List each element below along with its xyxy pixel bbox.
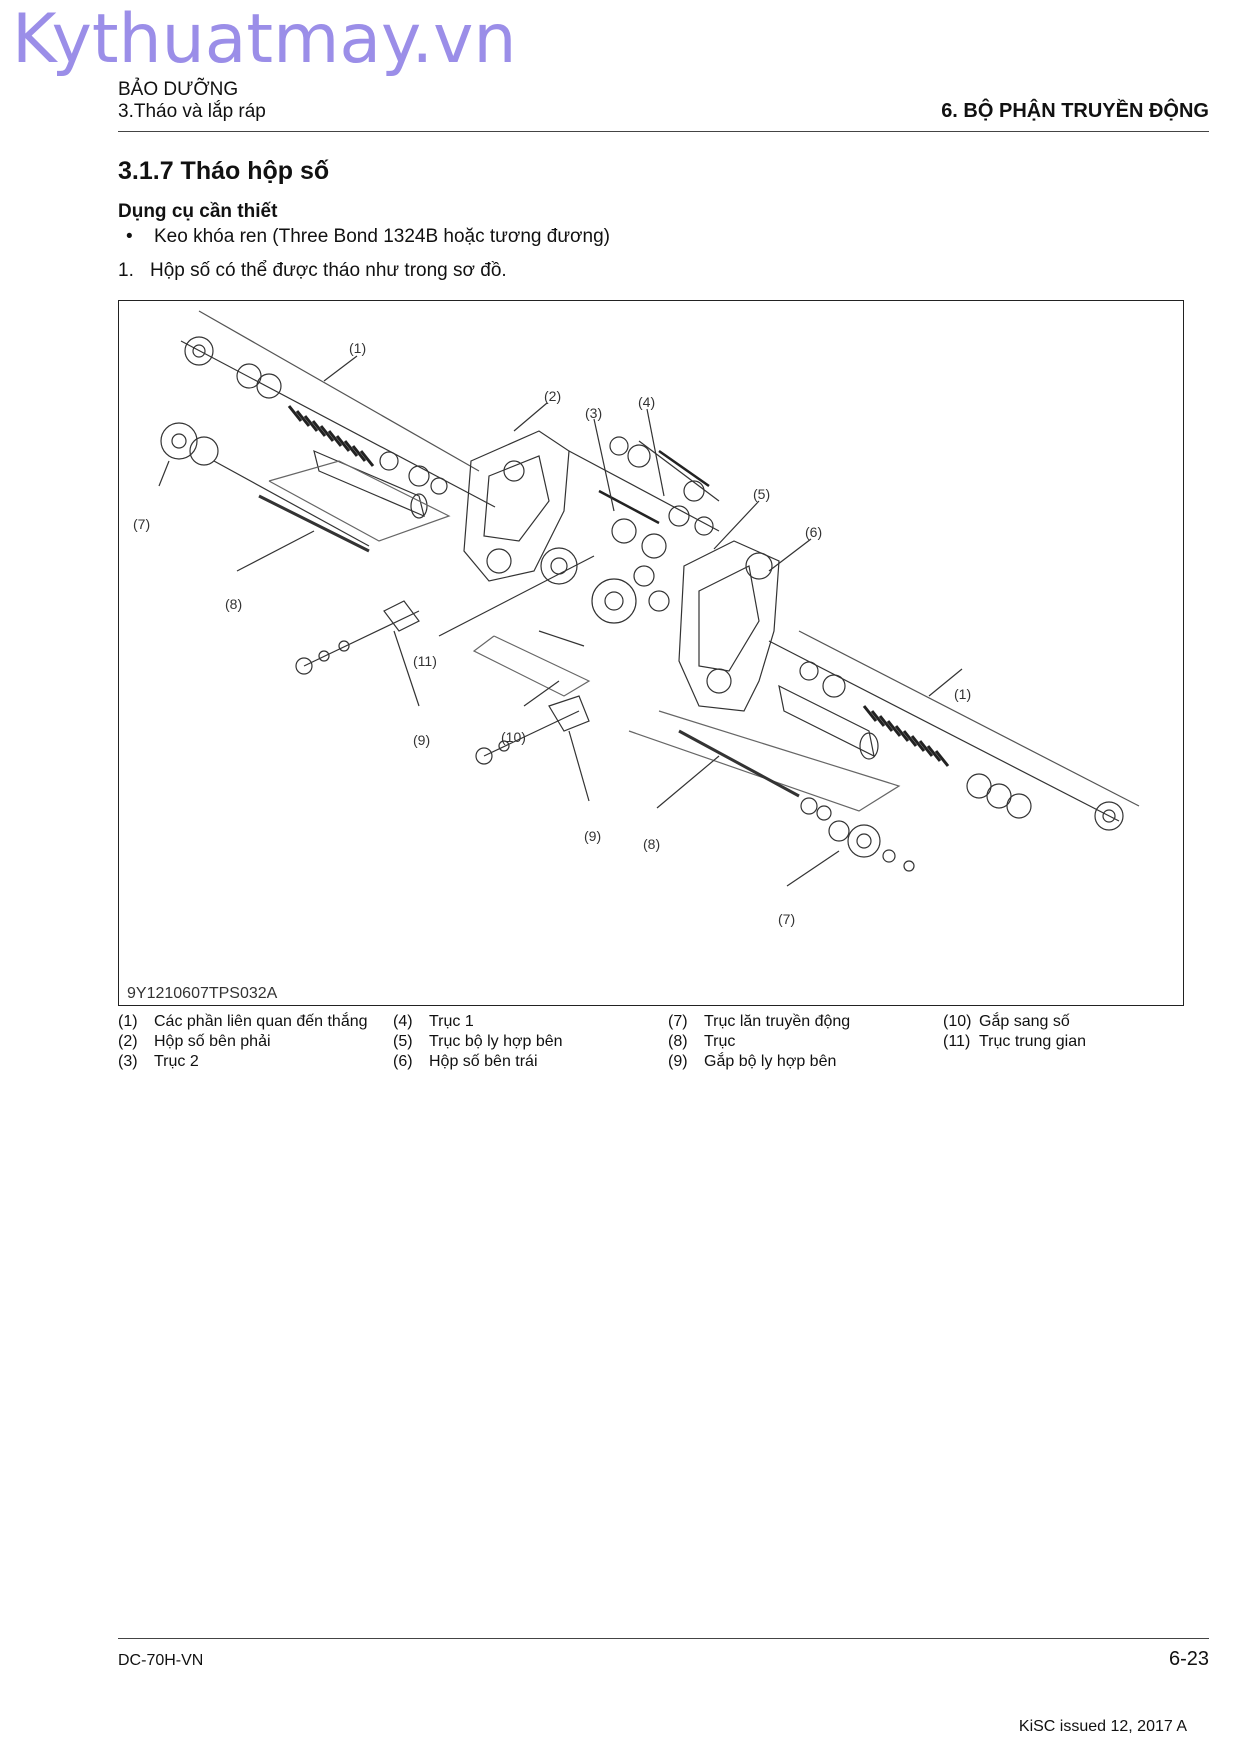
callout-3: (3) bbox=[585, 405, 602, 421]
header-rule bbox=[118, 131, 1209, 132]
page-title: 3.1.7 Tháo hộp số bbox=[118, 157, 330, 185]
footer-rule bbox=[118, 1638, 1209, 1639]
step-1: 1. Hộp số có thể được tháo như trong sơ đ… bbox=[118, 260, 507, 282]
legend-item: (3) Trục 2 bbox=[118, 1053, 398, 1073]
legend-num: (6) bbox=[393, 1053, 413, 1070]
bullet-mark: • bbox=[126, 226, 133, 247]
legend-label: Trục bộ ly hợp bên bbox=[429, 1033, 563, 1050]
step-number: 1. bbox=[118, 260, 134, 281]
callout-10: (10) bbox=[501, 729, 526, 745]
legend-label: Gắp bộ ly hợp bên bbox=[704, 1053, 837, 1070]
legend-label: Trục lăn truyền động bbox=[704, 1013, 851, 1030]
callout-6: (6) bbox=[805, 524, 822, 540]
callout-7-left: (7) bbox=[133, 516, 150, 532]
issue-note: KiSC issued 12, 2017 A bbox=[1018, 1718, 1187, 1735]
callout-11: (11) bbox=[413, 653, 437, 669]
legend-label: Trục 2 bbox=[154, 1053, 199, 1070]
legend-num: (11) bbox=[943, 1033, 971, 1050]
callout-1-bottom: (1) bbox=[954, 686, 971, 702]
legend-item: (6) Hộp số bên trái bbox=[393, 1053, 673, 1073]
callout-9-left: (9) bbox=[413, 732, 430, 748]
page-number: 6-23 bbox=[1168, 1648, 1209, 1670]
legend-item: (7) Trục lăn truyền động bbox=[668, 1013, 948, 1033]
header-section: BẢO DƯỠNG bbox=[118, 79, 239, 100]
legend-num: (5) bbox=[393, 1033, 413, 1050]
legend-num: (10) bbox=[943, 1013, 972, 1030]
figure-code: 9Y1210607TPS032A bbox=[127, 985, 278, 1002]
legend-item: (2) Hộp số bên phải bbox=[118, 1033, 398, 1053]
callout-4: (4) bbox=[638, 394, 655, 410]
watermark: Kythuatmay.vn bbox=[12, 0, 517, 79]
callout-8-left: (8) bbox=[225, 596, 242, 612]
tools-list-item: • Keo khóa ren (Three Bond 1324B hoặc tươ… bbox=[126, 226, 610, 248]
doc-code: DC-70H-VN bbox=[118, 1652, 204, 1669]
legend-label: Trục trung gian bbox=[979, 1033, 1087, 1050]
header-subsection: 3.Tháo và lắp ráp bbox=[118, 101, 266, 122]
callout-9-right: (9) bbox=[584, 828, 601, 844]
legend-label: Trục 1 bbox=[429, 1013, 474, 1030]
step-text: Hộp số có thể được tháo như trong sơ đồ. bbox=[150, 260, 507, 281]
legend-label: Trục bbox=[704, 1033, 736, 1050]
callout-5: (5) bbox=[753, 486, 770, 502]
legend-label: Hộp số bên trái bbox=[429, 1053, 538, 1070]
tools-item-text: Keo khóa ren (Three Bond 1324B hoặc tươn… bbox=[154, 226, 610, 247]
legend-num: (4) bbox=[393, 1013, 413, 1030]
exploded-diagram: (1) (2) (3) (4) (5) (6) (7) (8) (9) (10)… bbox=[118, 300, 1184, 1006]
legend-item: (1) Các phần liên quan đến thắng bbox=[118, 1013, 398, 1033]
legend-num: (9) bbox=[668, 1053, 688, 1070]
legend-num: (2) bbox=[118, 1033, 138, 1050]
legend-label: Hộp số bên phải bbox=[154, 1033, 271, 1050]
legend-num: (7) bbox=[668, 1013, 688, 1030]
legend-num: (3) bbox=[118, 1053, 138, 1070]
legend-label: Gắp sang số bbox=[979, 1013, 1070, 1030]
callout-1-top: (1) bbox=[349, 340, 366, 356]
legend-item: (10) Gắp sang số bbox=[943, 1013, 1223, 1033]
header-chapter: 6. BỘ PHẬN TRUYỀN ĐỘNG bbox=[941, 100, 1209, 122]
legend-label: Các phần liên quan đến thắng bbox=[154, 1013, 368, 1030]
legend-item: (5) Trục bộ ly hợp bên bbox=[393, 1033, 673, 1053]
legend-item: (8) Trục bbox=[668, 1033, 948, 1053]
callout-2: (2) bbox=[544, 388, 561, 404]
legend-item: (4) Trục 1 bbox=[393, 1013, 673, 1033]
callout-7-right: (7) bbox=[778, 911, 795, 927]
legend-item: (11) Trục trung gian bbox=[943, 1033, 1223, 1053]
diagram-drawing: (1) (2) (3) (4) (5) (6) (7) (8) (9) (10)… bbox=[133, 310, 1140, 927]
legend-num: (1) bbox=[118, 1013, 138, 1030]
legend-item: (9) Gắp bộ ly hợp bên bbox=[668, 1053, 948, 1073]
legend-num: (8) bbox=[668, 1033, 688, 1050]
tools-heading: Dụng cụ cần thiết bbox=[118, 201, 278, 222]
callout-8-right: (8) bbox=[643, 836, 660, 852]
